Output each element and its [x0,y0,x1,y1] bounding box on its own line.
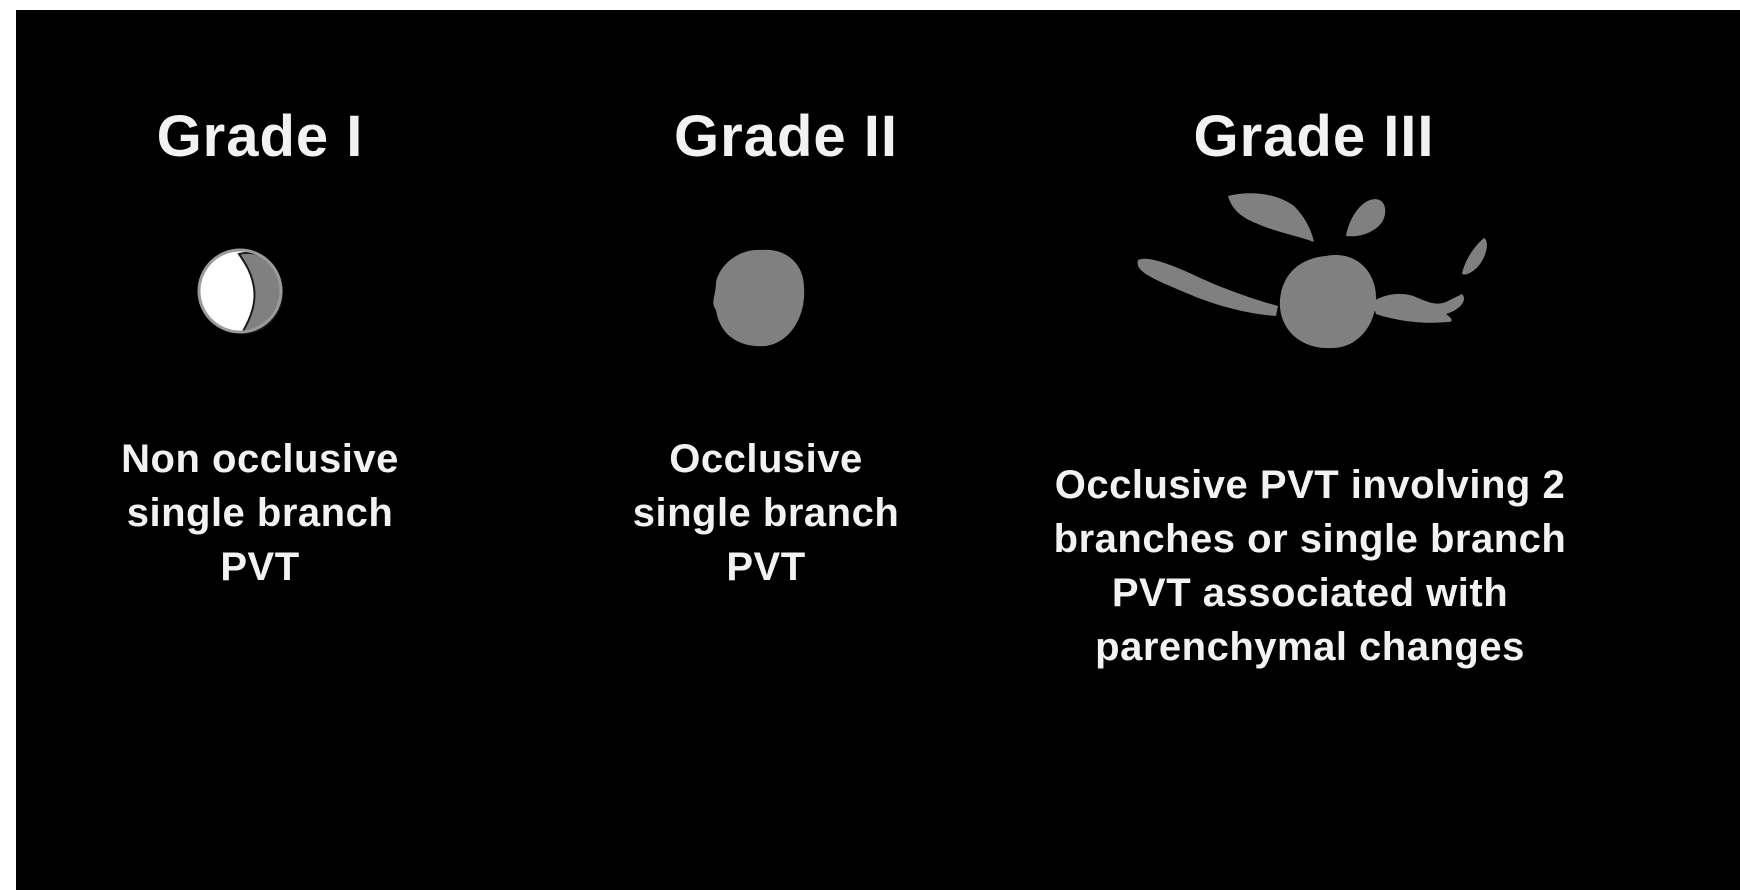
grade-2-description-line: Occlusive [566,432,966,486]
grade-1-description-line: PVT [50,540,470,594]
grade-2-description: Occlusive single branch PVT [566,432,966,594]
grade-1-description-line: single branch [50,486,470,540]
grade-1-vessel-illustration [199,250,282,333]
grade-2-vessel-illustration [713,250,804,346]
grade-3-left-branch [1138,259,1278,316]
grade-3-description-line: parenchymal changes [1020,620,1600,674]
diagram-panel: Grade I Grade II Grade III Non occlusive… [16,10,1740,890]
grade-1-description-line: Non occlusive [50,432,470,486]
grade-2-description-line: PVT [566,540,966,594]
grade-2-thrombus [713,250,804,346]
grade-3-vessel-illustration [1138,193,1487,348]
grade-3-far-right-fragment [1462,238,1487,275]
grade-1-description: Non occlusive single branch PVT [50,432,470,594]
grade-3-description: Occlusive PVT involving 2 branches or si… [1020,458,1600,674]
grade-3-description-line: Occlusive PVT involving 2 [1020,458,1600,512]
grade-3-main-thrombus [1280,255,1376,348]
grade-3-right-branch [1372,294,1464,323]
grade-3-upper-left-branch [1228,193,1314,242]
grade-2-description-line: single branch [566,486,966,540]
grade-3-description-line: branches or single branch [1020,512,1600,566]
grade-3-description-line: PVT associated with [1020,566,1600,620]
grade-3-upper-right-branch [1346,199,1385,236]
